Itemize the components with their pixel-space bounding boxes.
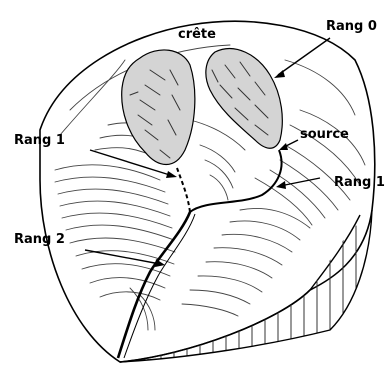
arrow-rank0-icon [274, 38, 330, 78]
label-source: source [300, 127, 349, 142]
label-rank1-right: Rang 1 [334, 175, 385, 190]
crest-right-lobe [206, 49, 282, 149]
crest-left-lobe [122, 50, 195, 165]
label-rank0: Rang 0 [326, 19, 377, 34]
side-face-outline [120, 210, 372, 362]
rank2-channel [118, 212, 190, 358]
side-face [120, 215, 360, 362]
rank1-right-channel [190, 150, 282, 212]
label-rank2: Rang 2 [14, 232, 65, 247]
arrow-source-icon [279, 140, 298, 150]
rank1-left-channel-dashed [177, 168, 190, 212]
label-rank1-left: Rang 1 [14, 133, 65, 148]
label-crest: crête [178, 27, 216, 42]
